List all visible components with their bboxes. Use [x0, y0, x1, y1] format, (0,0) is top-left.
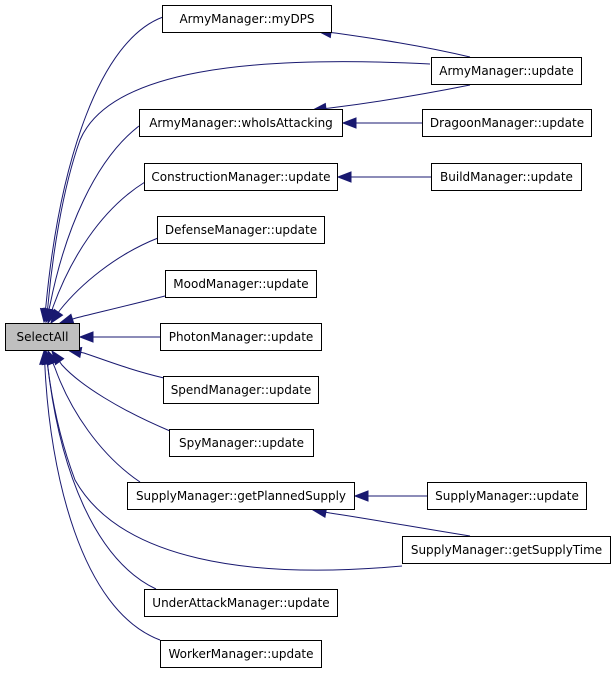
- edge-defense-update-to-selectall-arrowhead: [50, 308, 64, 325]
- edge-supply-time-to-selectall: [45, 350, 403, 571]
- node-underattack-manager-update[interactable]: UnderAttackManager::update: [144, 589, 338, 617]
- edge-construct-update-to-selectall: [47, 181, 146, 324]
- node-army-manager-update[interactable]: ArmyManager::update: [431, 57, 582, 85]
- edge-defense-update-to-selectall: [50, 237, 159, 324]
- node-photon-manager-update[interactable]: PhotonManager::update: [160, 323, 322, 351]
- node-spy-manager-update[interactable]: SpyManager::update: [169, 429, 314, 457]
- edge-build-update-to-construct-update-arrowhead: [336, 171, 352, 183]
- edge-spy-update-to-selectall: [51, 350, 171, 432]
- node-spend-manager-update[interactable]: SpendManager::update: [163, 376, 319, 404]
- edge-army-update-to-army-mydps: [317, 30, 471, 58]
- node-supply-manager-update[interactable]: SupplyManager::update: [427, 482, 587, 510]
- edge-spend-update-to-selectall: [67, 349, 165, 379]
- edge-supply-time-to-supply-planned: [312, 509, 471, 537]
- edge-underattack-update-to-selectall: [44, 350, 157, 590]
- edge-army-update-to-army-whois: [312, 84, 471, 111]
- node-selectall[interactable]: SelectAll: [5, 323, 80, 351]
- node-dragoon-manager-update[interactable]: DragoonManager::update: [422, 109, 592, 137]
- node-supply-manager-getsupplytime[interactable]: SupplyManager::getSupplyTime: [402, 536, 611, 564]
- edge-supply-planned-to-selectall: [47, 350, 141, 483]
- edge-supply-update-to-supply-planned-arrowhead: [353, 490, 369, 502]
- node-supply-manager-getplannedsupply[interactable]: SupplyManager::getPlannedSupply: [127, 482, 355, 510]
- edge-army-whois-to-selectall: [45, 125, 140, 323]
- node-mood-manager-update[interactable]: MoodManager::update: [165, 270, 317, 298]
- node-defense-manager-update[interactable]: DefenseManager::update: [157, 216, 325, 244]
- edge-photon-update-to-selectall-arrowhead: [78, 331, 94, 343]
- edge-dragoon-update-to-army-whois-arrowhead: [341, 117, 357, 129]
- edge-army-mydps-to-selectall: [43, 16, 164, 323]
- node-army-manager-whoisattacking[interactable]: ArmyManager::whoIsAttacking: [139, 109, 343, 137]
- edge-worker-update-to-selectall-arrowhead: [39, 349, 51, 365]
- edge-worker-update-to-selectall: [43, 350, 161, 641]
- edge-army-update-to-selectall: [45, 61, 431, 323]
- edge-mood-update-to-selectall: [59, 295, 166, 324]
- node-build-manager-update[interactable]: BuildManager::update: [431, 163, 582, 191]
- node-construction-manager-update[interactable]: ConstructionManager::update: [144, 163, 338, 191]
- node-army-manager-mydps[interactable]: ArmyManager::myDPS: [162, 5, 332, 33]
- node-worker-manager-update[interactable]: WorkerManager::update: [160, 640, 322, 668]
